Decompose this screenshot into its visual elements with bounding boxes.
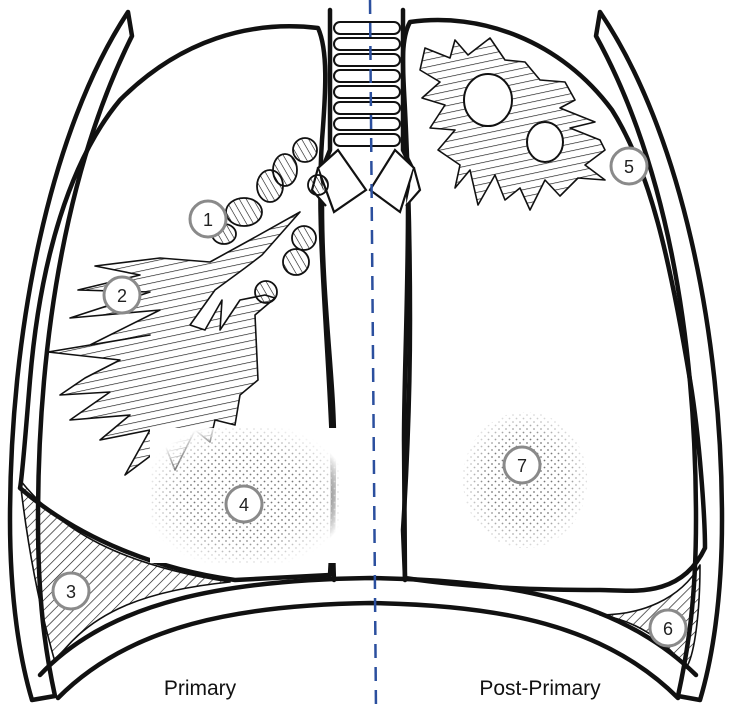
diaphragm (37, 575, 699, 678)
hilar-nodes (211, 137, 329, 304)
right-chest-wall (593, 9, 725, 703)
marker-3: 3 (51, 571, 91, 611)
marker-2-label: 2 (117, 286, 127, 306)
left-chest-wall (7, 9, 135, 703)
trachea-rings (333, 21, 401, 147)
marker-6-label: 6 (663, 619, 673, 639)
marker-2: 2 (102, 275, 142, 315)
midline (368, 0, 378, 712)
marker-5-label: 5 (624, 157, 634, 177)
cavity-2 (526, 121, 564, 163)
pleural-effusion (19, 479, 231, 663)
marker-6: 6 (648, 608, 688, 648)
marker-4-label: 4 (239, 495, 249, 515)
marker-1-label: 1 (203, 210, 213, 230)
diaphragm-inner (55, 600, 681, 701)
cavity-1 (463, 73, 513, 127)
label-post-primary: Post-Primary (479, 677, 601, 700)
marker-7-label: 7 (517, 456, 527, 476)
bronchi (310, 148, 422, 214)
marker-5: 5 (609, 146, 649, 186)
marker-1: 1 (188, 199, 228, 239)
marker-7: 7 (502, 445, 542, 485)
label-primary: Primary (164, 677, 237, 700)
apical-cavity-lesion (419, 37, 606, 211)
marker-4: 4 (224, 484, 264, 524)
marker-3-label: 3 (66, 582, 76, 602)
